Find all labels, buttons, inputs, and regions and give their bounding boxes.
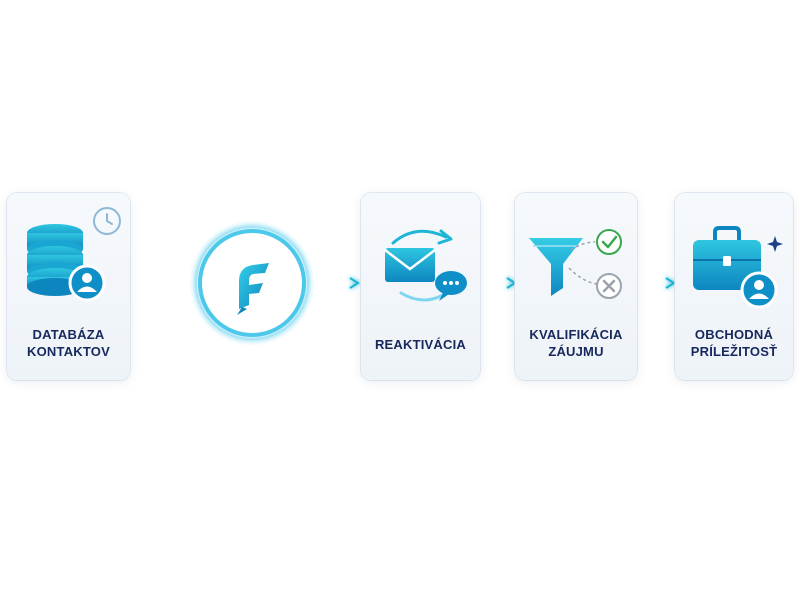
user-badge-icon	[740, 271, 778, 309]
funnel-icon	[529, 229, 622, 299]
connector-2	[313, 277, 360, 289]
step-card-opportunity: OBCHODNÁ PRÍLEŽITOSŤ	[675, 193, 793, 380]
refresh-arrow-top	[391, 229, 448, 245]
clock-icon	[93, 207, 121, 235]
step-label-opportunity: OBCHODNÁ PRÍLEŽITOSŤ	[690, 327, 778, 359]
step-label-database: DATABÁZA KONTAKTOV	[27, 327, 110, 359]
user-badge-icon	[68, 264, 106, 302]
step-card-reactivation: REAKTIVÁCIA	[361, 193, 480, 380]
step-card-database: DATABÁZA KONTAKTOV	[7, 193, 130, 380]
connector-4	[637, 277, 676, 289]
cross-icon	[596, 273, 622, 299]
envelope-icon	[384, 229, 467, 302]
database-icon	[27, 207, 121, 302]
step-label-qualification: KVALIFIKÁCIA ZÁUJMU	[529, 327, 623, 359]
check-icon	[596, 229, 622, 255]
step-card-qualification: KVALIFIKÁCIA ZÁUJMU	[515, 193, 637, 380]
logo-icon	[188, 219, 316, 347]
chat-bubble-icon	[435, 271, 467, 301]
connector-3	[480, 277, 517, 289]
sparkle-icon	[767, 236, 783, 252]
briefcase-icon	[693, 226, 783, 309]
step-label-reactivation: REAKTIVÁCIA	[374, 337, 467, 352]
